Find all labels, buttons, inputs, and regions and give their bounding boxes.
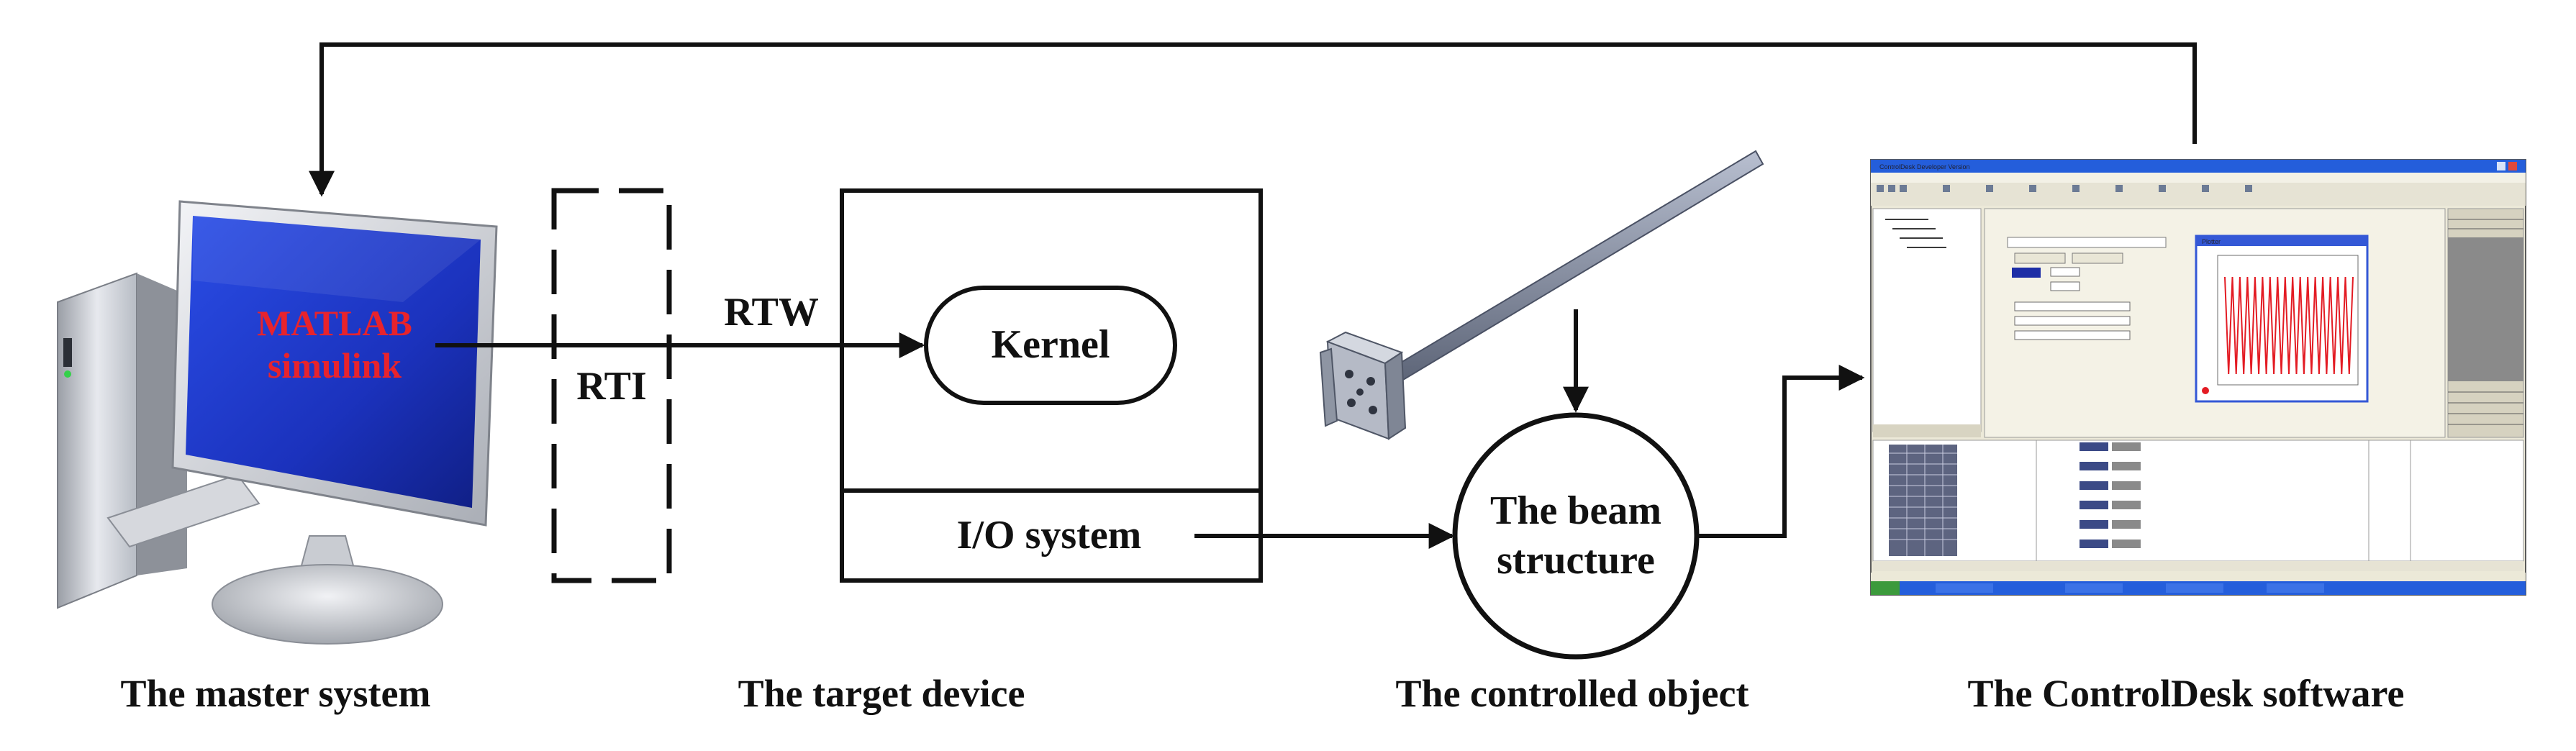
caption-target-device: The target device: [738, 672, 1025, 715]
controldesk-window-icon: ControlDesk Developer Version: [1870, 159, 2526, 596]
plotter-title: Plotter: [2202, 238, 2221, 245]
beam-label-line1: The beam: [1490, 488, 1661, 533]
io-system-label: I/O system: [957, 513, 1142, 557]
target-device-box: [840, 188, 1263, 583]
caption-master-system: The master system: [121, 672, 431, 715]
feedback-line: [309, 42, 2197, 197]
computer-monitor-icon: [57, 200, 498, 645]
caption-controldesk-software: The ControlDesk software: [1968, 672, 2405, 715]
plot-signal-trace: [2224, 276, 2354, 375]
rti-box: [551, 188, 672, 583]
monitor-text-matlab: MATLAB: [257, 303, 412, 343]
controldesk-title: ControlDesk Developer Version: [1879, 163, 1970, 170]
beam-part-icon: [1319, 150, 1764, 440]
kernel-label: Kernel: [992, 322, 1110, 367]
kernel-box: [924, 286, 1177, 405]
beam-structure-node: [1452, 412, 1700, 660]
measurement-arrow: [1697, 365, 1865, 538]
rti-label: RTI: [576, 364, 647, 409]
beam-label-line2: structure: [1497, 538, 1655, 583]
caption-controlled-object: The controlled object: [1396, 672, 1749, 715]
plot-signal: [2224, 276, 2354, 375]
rtw-label: RTW: [724, 290, 819, 334]
monitor-text-simulink: simulink: [268, 345, 402, 386]
